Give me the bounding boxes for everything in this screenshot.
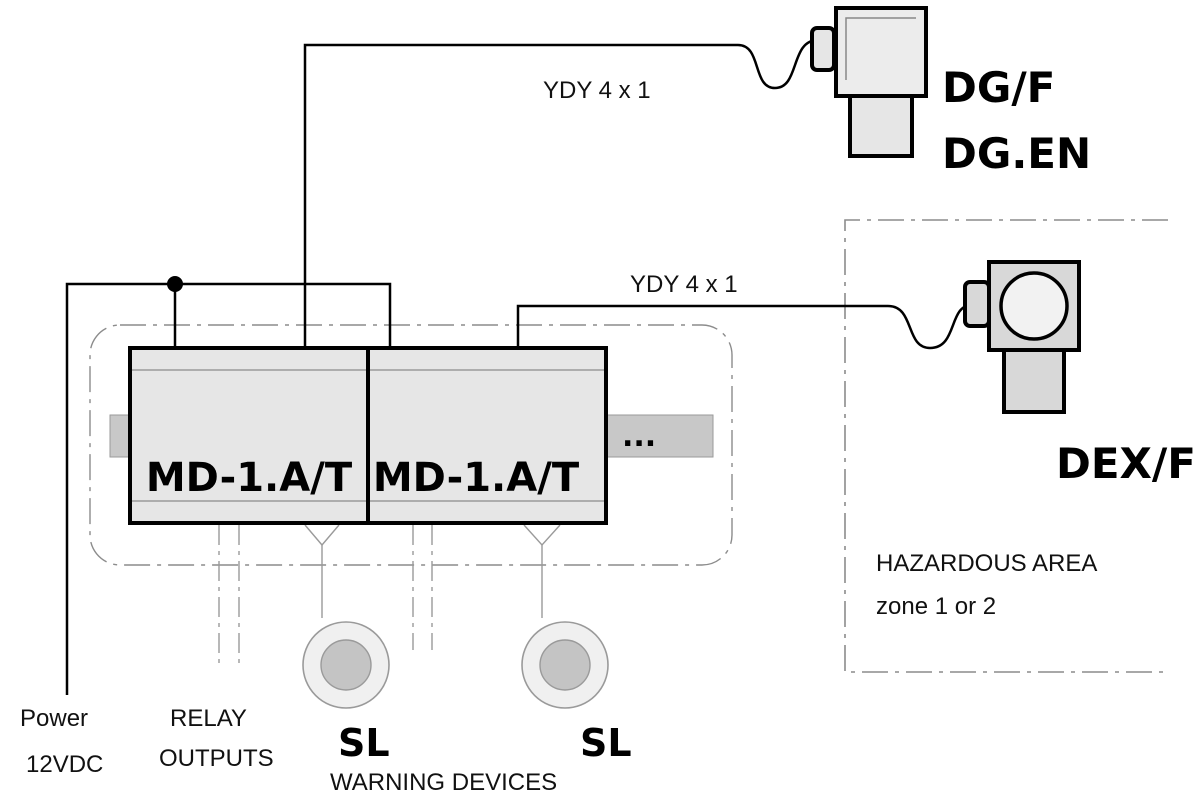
rail-more-dots: ... — [622, 419, 656, 454]
dg-label-2: DG.EN — [942, 129, 1091, 178]
sl-label-2: SL — [580, 721, 632, 765]
dg-label-1: DG/F — [942, 63, 1055, 112]
hazardous-area-boundary — [844, 219, 1168, 673]
power-wiring — [65, 282, 392, 695]
cable-top-label: YDY 4 x 1 — [543, 77, 651, 104]
sl-label-1: SL — [338, 721, 390, 765]
zone-label-1: HAZARDOUS AREA — [876, 550, 1097, 577]
power-label-2: 12VDC — [26, 751, 103, 778]
relay-output-lines — [218, 525, 433, 665]
power-junction — [167, 276, 183, 292]
module-2: MD-1.A/T — [366, 346, 608, 525]
warning-device-2 — [521, 621, 609, 709]
warning-device-1 — [302, 621, 390, 709]
power-label-1: Power — [20, 705, 88, 732]
module-enclosure — [89, 324, 733, 566]
dex-sensor — [963, 260, 1081, 414]
relay-label-1: RELAY — [170, 705, 247, 732]
cable-top — [303, 38, 819, 348]
dex-label: DEX/F — [1056, 439, 1196, 488]
module-2-label: MD-1.A/T — [373, 455, 580, 501]
cable-middle-label: YDY 4 x 1 — [630, 271, 738, 298]
relay-label-2: OUTPUTS — [159, 745, 274, 772]
dg-sensor — [810, 6, 928, 158]
warning-label: WARNING DEVICES — [330, 769, 557, 796]
signal-lines — [304, 524, 561, 618]
cable-middle — [516, 303, 973, 350]
module-1: MD-1.A/T — [128, 346, 370, 525]
zone-label-2: zone 1 or 2 — [876, 593, 996, 620]
din-rail-right — [604, 414, 714, 458]
module-1-label: MD-1.A/T — [146, 455, 353, 501]
